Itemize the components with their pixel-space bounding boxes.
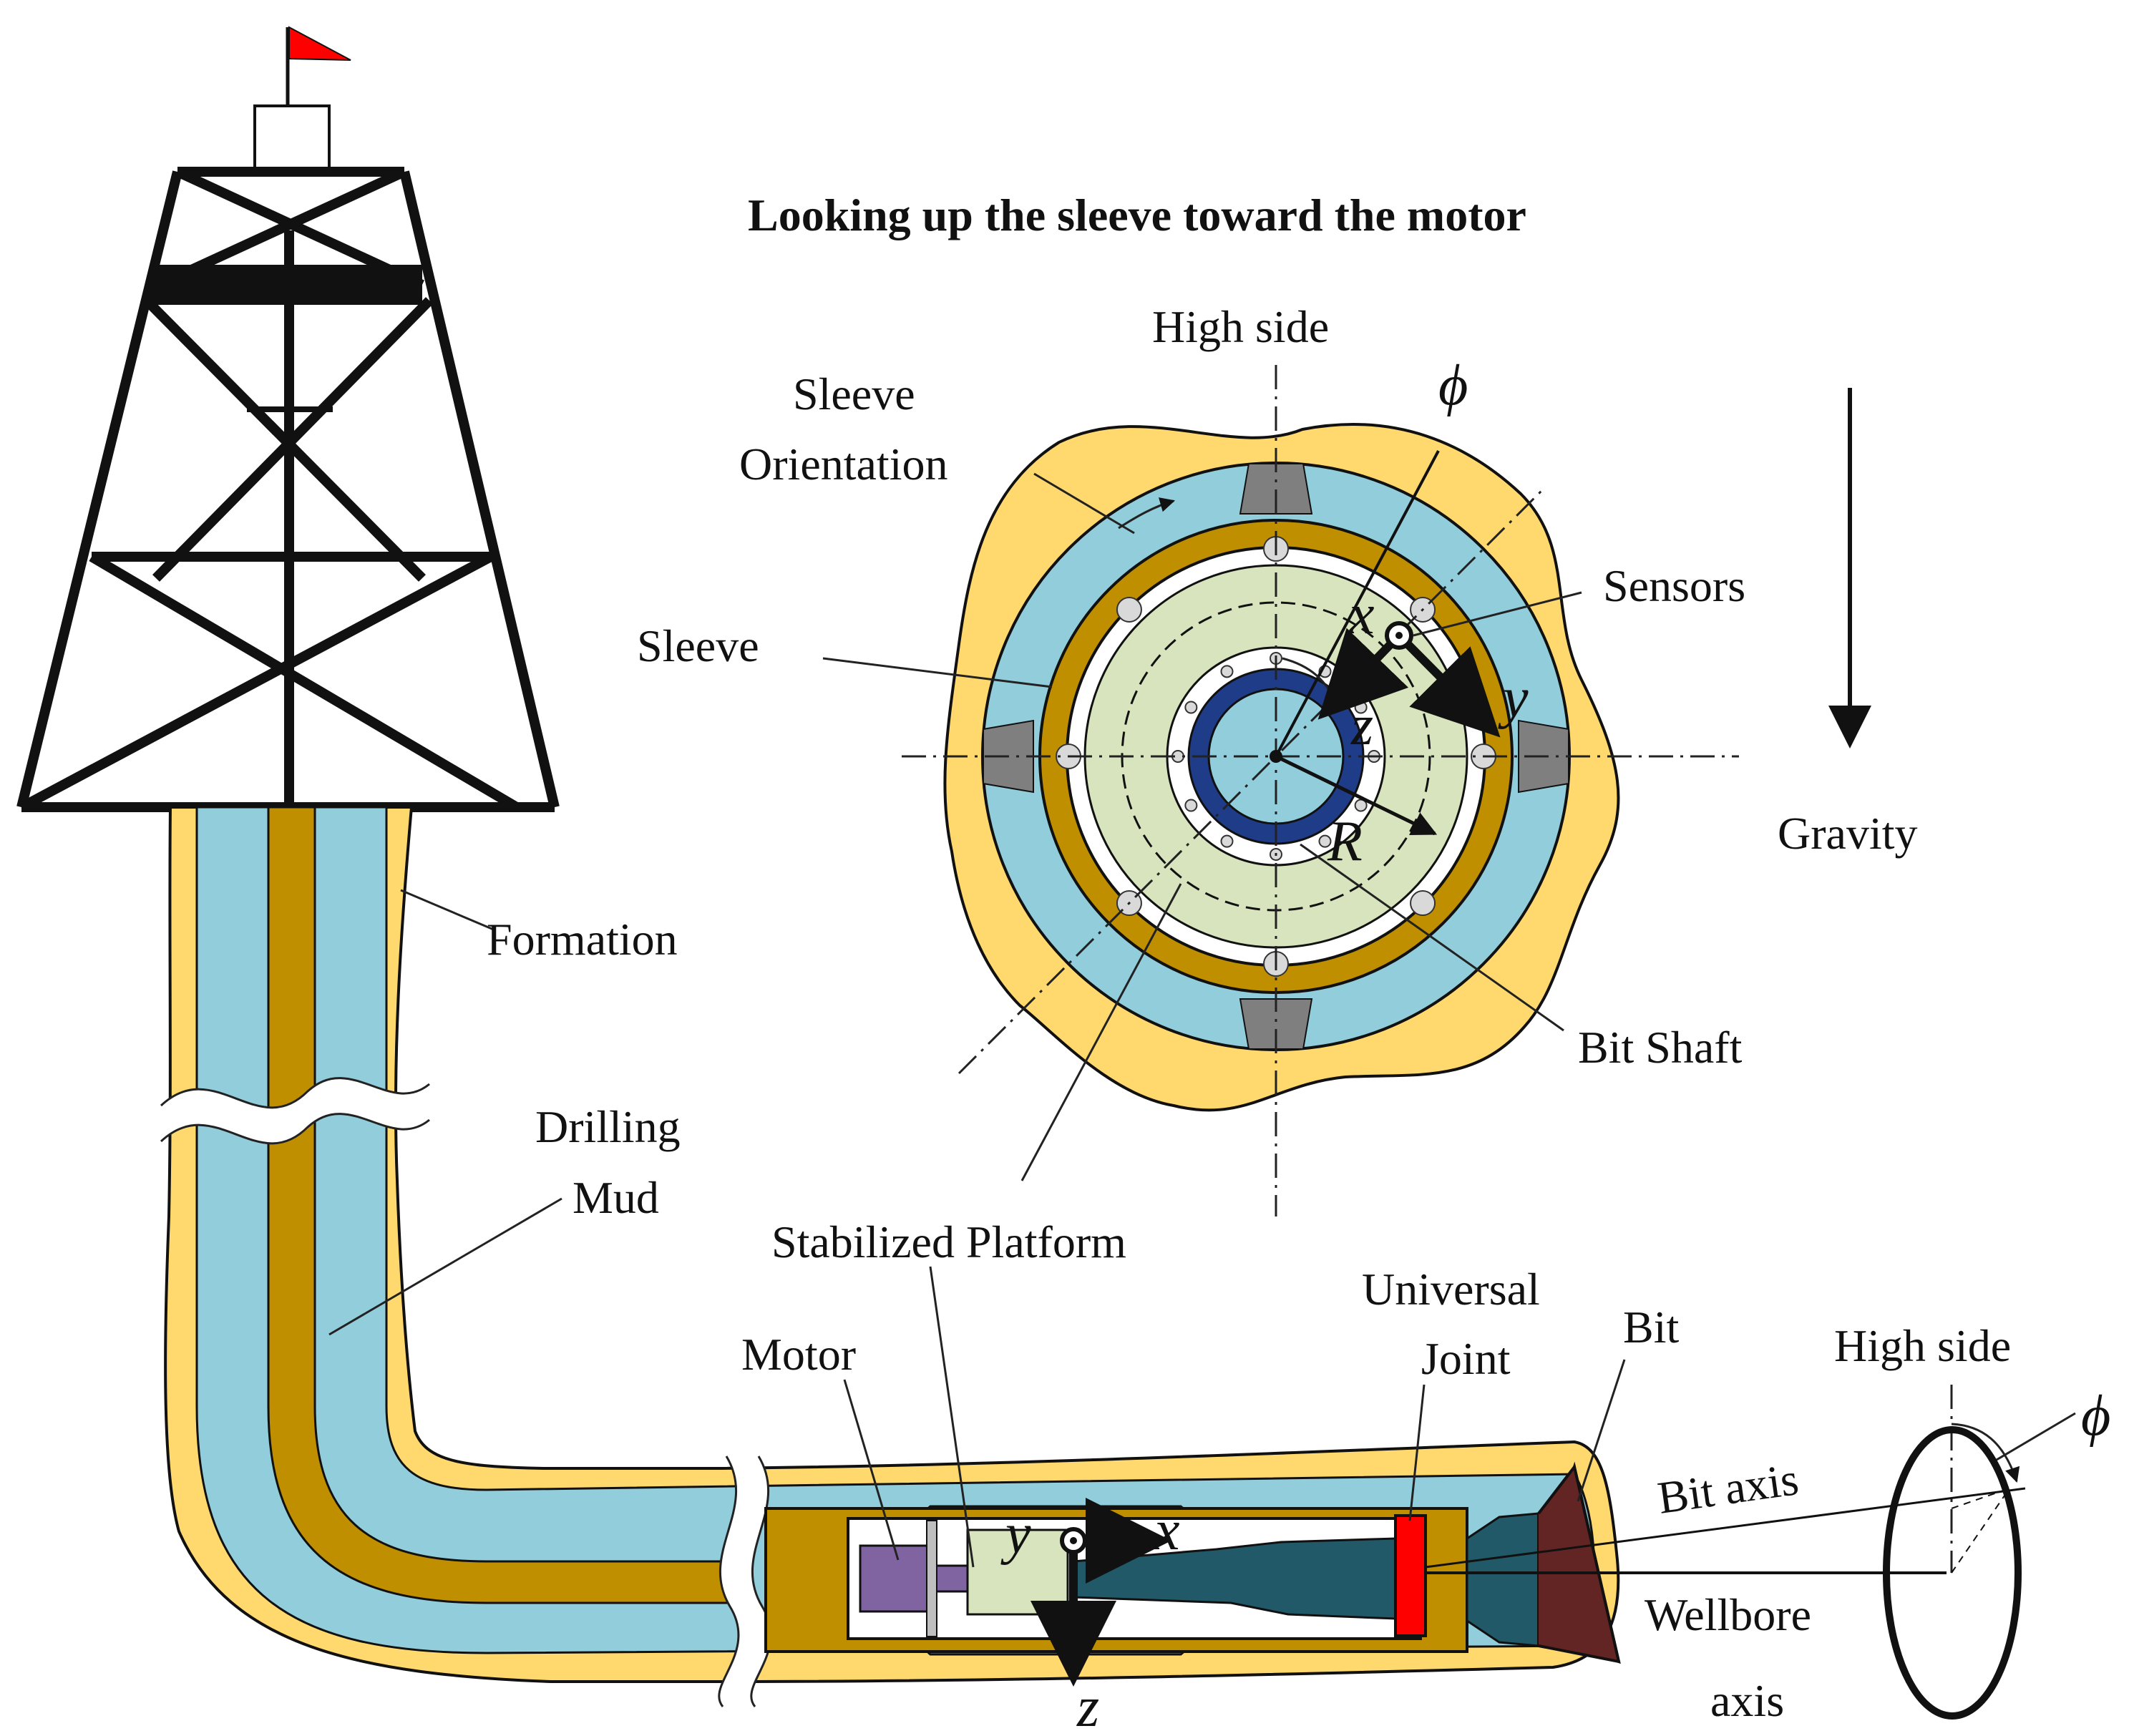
symbol-x-top: x — [1348, 583, 1375, 646]
small-bearing-ball — [1184, 799, 1198, 812]
label-motor: Motor — [741, 1329, 856, 1380]
label-bit: Bit — [1623, 1302, 1679, 1352]
symbol-x-bottom: x — [1154, 1499, 1180, 1562]
label-bit-shaft: Bit Shaft — [1578, 1022, 1743, 1073]
label-sensors: Sensors — [1603, 560, 1745, 611]
bottom-coordinate-frame — [1031, 1498, 1171, 1687]
label-formation: Formation — [487, 914, 678, 965]
diagram-title: Looking up the sleeve toward the motor — [748, 190, 1526, 240]
radius-vector — [1275, 754, 1438, 836]
small-bearing-ball — [1220, 834, 1234, 848]
symbol-R: R — [1327, 810, 1363, 873]
small-bearing-ball — [1318, 834, 1332, 848]
symbol-y-bottom: y — [1000, 1503, 1031, 1566]
pad-top — [1239, 463, 1313, 515]
label-high-side-top: High side — [1152, 301, 1329, 352]
label-sleeve-orientation-line2: Orientation — [739, 439, 947, 489]
small-bearing-ball — [1354, 799, 1368, 812]
symbol-z-bottom: z — [1076, 1676, 1099, 1736]
symbol-phi-top: ϕ — [1438, 354, 1468, 417]
formation-zone — [164, 806, 1620, 1683]
bit-axis-line — [1425, 1487, 2026, 1569]
flag-icon — [286, 26, 351, 107]
symbol-phi-right: ϕ — [2081, 1385, 2110, 1448]
large-bearing-ball — [1410, 890, 1436, 917]
sleeve-orientation-axis — [958, 485, 1547, 1075]
label-wellbore-line2: axis — [1710, 1675, 1784, 1726]
label-sleeve-orientation-line1: Sleeve — [793, 369, 915, 419]
derrick-platform — [150, 265, 422, 305]
small-bearing-ball — [1184, 701, 1198, 714]
symbol-y-top: y — [1498, 667, 1529, 730]
drilling-rig — [16, 26, 560, 812]
break-mark-vertical — [161, 1078, 429, 1143]
leader-lines — [328, 472, 1626, 1568]
large-bearing-ball — [1116, 596, 1142, 623]
label-gravity: Gravity — [1778, 808, 1918, 859]
crown-block — [253, 104, 331, 170]
axis-reference — [1425, 1385, 2076, 1720]
text-labels: Looking up the sleeve toward the motor H… — [487, 190, 2110, 1736]
label-universal-line1: Universal — [1362, 1264, 1540, 1315]
label-sleeve: Sleeve — [637, 620, 759, 671]
motor-block — [859, 1544, 930, 1613]
label-bit-axis: Bit axis — [1655, 1453, 1801, 1523]
label-stabilized-platform: Stabilized Platform — [771, 1216, 1126, 1267]
cross-section — [902, 365, 1739, 1216]
high-side-ellipse — [1883, 1426, 2022, 1720]
motor-flange — [926, 1520, 937, 1637]
phi-arc-bottom — [1951, 1423, 2020, 1483]
bit-neck — [1466, 1512, 1540, 1647]
label-drilling-line2: Mud — [573, 1172, 659, 1223]
sleeve-orientation-arrow — [1118, 497, 1176, 530]
label-high-side-right: High side — [1834, 1320, 2011, 1371]
drill-string — [267, 806, 753, 1604]
label-wellbore-line1: Wellbore — [1645, 1589, 1811, 1640]
symbol-z-top: z — [1350, 694, 1373, 757]
small-bearing-ball — [1220, 665, 1234, 678]
label-drilling-line1: Drilling — [535, 1101, 681, 1152]
pad-bottom — [1239, 998, 1313, 1050]
stabilized-platform-block — [966, 1528, 1069, 1616]
universal-joint-block — [1394, 1514, 1427, 1637]
label-universal-line2: Joint — [1421, 1333, 1511, 1384]
